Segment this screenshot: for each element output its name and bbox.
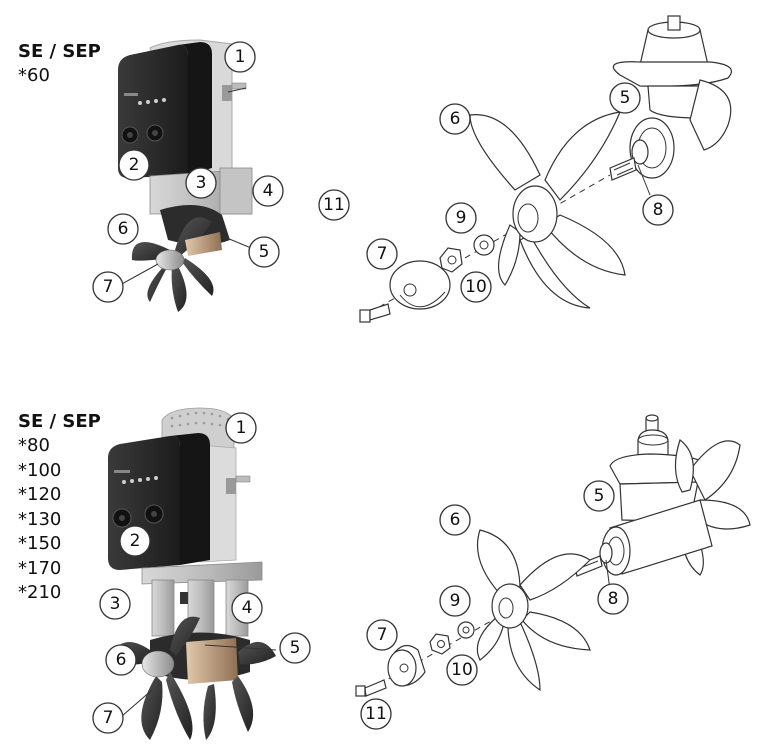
- svg-text:5: 5: [620, 88, 631, 108]
- model-line: *120: [18, 484, 62, 505]
- svg-text:10: 10: [451, 660, 473, 680]
- svg-text:2: 2: [129, 155, 140, 175]
- model-title-bottom: SE / SEP: [18, 411, 101, 432]
- callout-4: 4: [252, 175, 284, 207]
- callout-6: 6: [439, 103, 471, 135]
- callout-4: 4: [231, 592, 263, 624]
- callout-5: 5: [279, 632, 311, 664]
- model-line: *60: [18, 65, 50, 86]
- svg-text:6: 6: [118, 219, 129, 239]
- svg-text:6: 6: [116, 650, 127, 670]
- callout-10: 10: [446, 654, 478, 686]
- svg-text:8: 8: [608, 589, 619, 609]
- svg-text:1: 1: [235, 47, 246, 67]
- callout-6: 6: [107, 213, 139, 245]
- model-line: *130: [18, 508, 62, 530]
- svg-text:7: 7: [377, 244, 388, 264]
- svg-text:7: 7: [103, 277, 114, 297]
- svg-text:3: 3: [196, 173, 207, 193]
- callout-5: 5: [583, 480, 615, 512]
- callout-11: 11: [360, 698, 392, 730]
- svg-text:5: 5: [259, 242, 270, 262]
- callout-3: 3: [99, 588, 131, 620]
- svg-text:11: 11: [365, 704, 387, 724]
- callout-7: 7: [92, 702, 124, 734]
- svg-text:5: 5: [594, 486, 605, 506]
- callout-9: 9: [445, 202, 477, 234]
- callout-2: 2: [119, 525, 151, 557]
- callout-8: 8: [597, 583, 629, 615]
- callout-2: 2: [118, 149, 150, 181]
- svg-text:7: 7: [103, 708, 114, 728]
- model-line: *100: [18, 459, 62, 481]
- model-list-bottom: SE / SEP *80 *100 *120 *130 *150 *170 *2…: [18, 410, 101, 606]
- model-line: *150: [18, 533, 62, 554]
- model-title-top: SE / SEP: [18, 41, 101, 62]
- callout-3: 3: [185, 167, 217, 199]
- svg-text:3: 3: [110, 594, 121, 614]
- model-line: *210: [18, 582, 62, 603]
- callout-11: 11: [318, 189, 350, 221]
- thruster-large-unit: [108, 407, 276, 740]
- callout-5: 5: [609, 82, 641, 114]
- svg-text:2: 2: [130, 531, 141, 551]
- svg-text:8: 8: [653, 200, 664, 220]
- model-list-top: SE / SEP *60: [18, 40, 101, 89]
- svg-text:4: 4: [242, 598, 253, 618]
- callout-1: 1: [224, 41, 256, 73]
- svg-text:6: 6: [450, 510, 461, 530]
- svg-text:9: 9: [456, 208, 467, 228]
- callout-1: 1: [225, 412, 257, 444]
- callout-6: 6: [439, 504, 471, 536]
- callout-7: 7: [366, 619, 398, 651]
- thruster-small-unit: [118, 39, 253, 312]
- callouts-bottom: 1 2 3 4 5 6 7 6 5 8 9 7 10 11: [92, 412, 629, 734]
- svg-text:1: 1: [236, 418, 247, 438]
- callout-7: 7: [366, 238, 398, 270]
- callout-8: 8: [642, 194, 674, 226]
- callout-9: 9: [439, 585, 471, 617]
- svg-text:6: 6: [450, 109, 461, 129]
- callouts-top: 1 2 3 4 5 6 7 6 5 8 9 7 10 11: [92, 41, 674, 303]
- model-line: *170: [18, 557, 62, 579]
- callout-5: 5: [248, 236, 280, 268]
- svg-text:5: 5: [290, 638, 301, 658]
- exploded-view-large: [355, 414, 751, 697]
- callout-10: 10: [460, 271, 492, 303]
- exploded-view-small: [359, 15, 732, 323]
- svg-text:9: 9: [450, 591, 461, 611]
- svg-text:4: 4: [263, 181, 274, 201]
- svg-text:11: 11: [323, 195, 345, 215]
- svg-text:7: 7: [377, 625, 388, 645]
- callout-7: 7: [92, 271, 124, 303]
- model-line: *80: [18, 435, 50, 456]
- callout-6: 6: [105, 644, 137, 676]
- svg-text:10: 10: [465, 277, 487, 297]
